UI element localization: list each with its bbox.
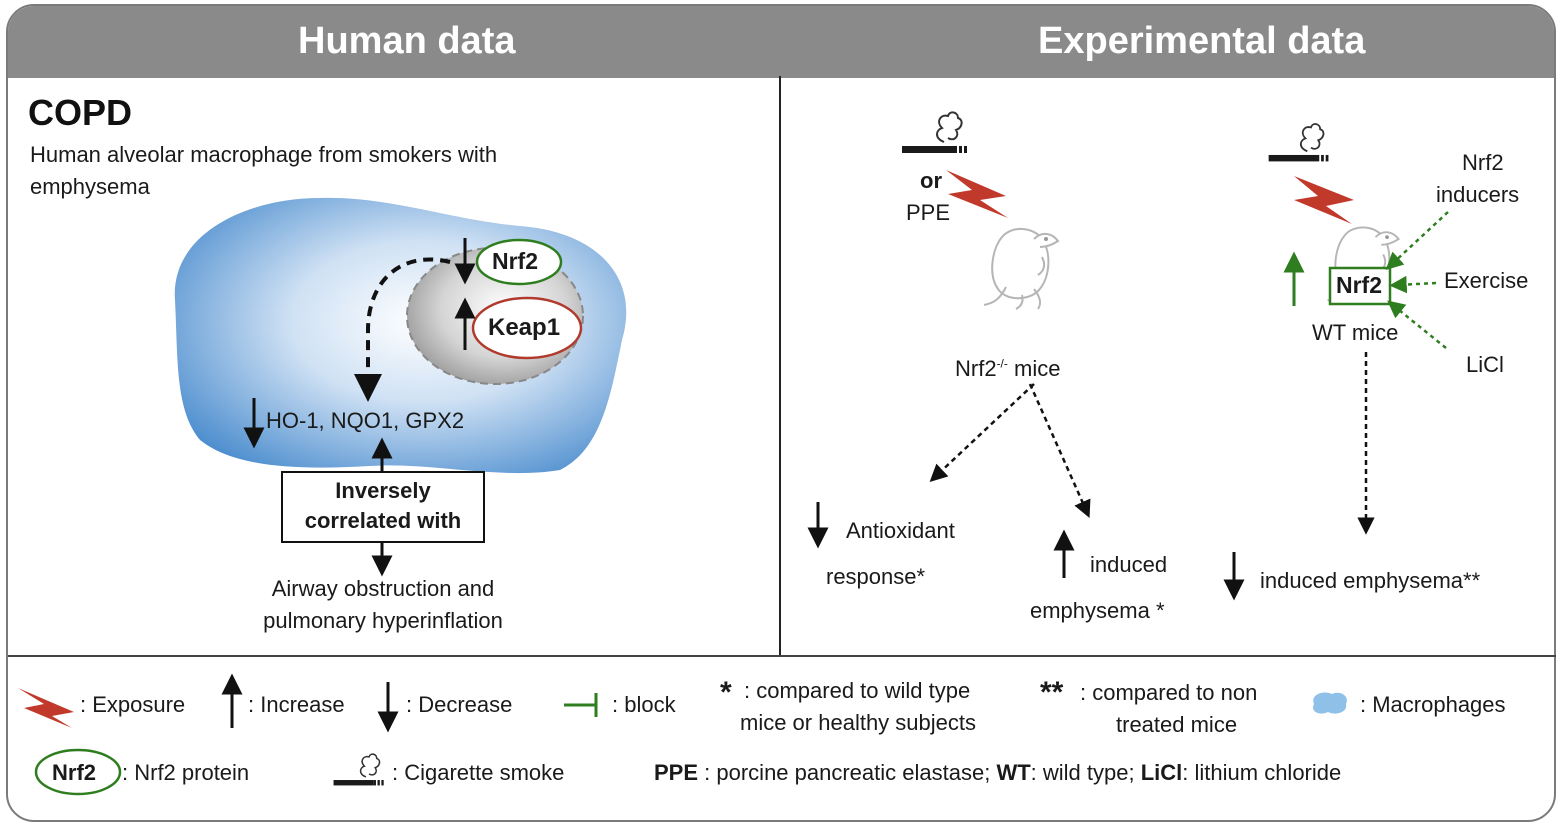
legend-exposure: : Exposure <box>80 692 186 717</box>
ko-mice-gene: Nrf2 <box>955 356 997 381</box>
legend-cigarette-icon <box>332 753 385 787</box>
wt-outcome-label: induced emphysema** <box>1260 568 1481 593</box>
wt-mice-label: WT mice <box>1312 320 1399 345</box>
outcome-line-1: Airway obstruction and <box>271 576 495 601</box>
exercise-arrow <box>1389 275 1437 294</box>
legend-abbreviations: PPE : porcine pancreatic elastase; WT: w… <box>654 760 1341 786</box>
inducers-line-2: inducers <box>1436 182 1520 207</box>
exercise-label: Exercise <box>1444 268 1529 293</box>
ko-to-antioxidant-arrow <box>929 383 1035 482</box>
ko-mice-superscript: -/- <box>996 356 1008 371</box>
keap1-label: Keap1 <box>488 314 561 341</box>
copd-heading: COPD <box>28 92 133 133</box>
legend-dstar-line-1: : compared to non <box>1080 680 1258 705</box>
legend-star-line-1: : compared to wild type <box>744 678 971 703</box>
ko-mice-suffix: mice <box>1014 356 1061 381</box>
legend-exposure-bolt-icon <box>18 688 74 728</box>
legend-star-icon: * <box>720 676 732 709</box>
experimental-data-title: Experimental data <box>1038 20 1366 62</box>
legend-wt-desc: : wild type; <box>1030 760 1135 785</box>
or-label: or <box>920 168 942 193</box>
legend-increase: : Increase <box>248 692 345 717</box>
licl-arrow <box>1387 300 1447 349</box>
description-line-1: Human alveolar macrophage from smokers w… <box>30 142 498 167</box>
legend-ppe-bold: PPE <box>654 760 699 785</box>
legend-star-line-2: mice or healthy subjects <box>740 710 976 735</box>
nrf2-label: Nrf2 <box>492 248 539 274</box>
outcome-line-2: pulmonary hyperinflation <box>263 608 503 633</box>
legend-macrophages: : Macrophages <box>1360 692 1506 717</box>
legend-licl-desc: : lithium chloride <box>1182 760 1342 785</box>
ko-to-emphysema-arrow <box>1028 383 1091 518</box>
antioxidant-line-2: response* <box>826 564 926 589</box>
nrf2-to-targets-dashed-arrow <box>354 257 451 402</box>
keap1-ellipse <box>471 296 583 360</box>
description-line-2: emphysema <box>30 174 150 199</box>
exposure-bolt-icon <box>946 170 1008 218</box>
box-line-1: Inversely <box>335 478 431 503</box>
legend-nrf2-badge: Nrf2 <box>52 760 97 785</box>
legend-nrf2-ellipse <box>34 748 122 796</box>
header-bar: Human data Experimental data <box>8 6 1554 78</box>
nrf2-ko-mouse-icon <box>982 227 1060 311</box>
cigarette-icon-wt <box>1267 123 1330 163</box>
inducers-line-1: Nrf2 <box>1462 150 1504 175</box>
legend-licl-bold: LiCl <box>1140 760 1183 785</box>
induced-line-2: emphysema * <box>1030 598 1165 623</box>
legend-nrf2-protein: : Nrf2 protein <box>122 760 250 785</box>
inversely-correlated-box <box>281 471 485 543</box>
licl-label: LiCl <box>1466 352 1504 377</box>
exposure-bolt-icon-wt <box>1294 176 1354 224</box>
target-genes-label: HO-1, NQO1, GPX2 <box>266 408 465 433</box>
legend-cigarette: : Cigarette smoke <box>392 760 565 785</box>
cigarette-icon <box>901 111 968 154</box>
nrf2-box-label: Nrf2 <box>1336 272 1383 298</box>
induced-line-1: induced <box>1090 552 1168 577</box>
inducers-arrow <box>1385 211 1449 270</box>
legend-wt-bold: WT <box>996 760 1031 785</box>
legend-block: : block <box>612 692 676 717</box>
nrf2-ellipse <box>475 238 563 286</box>
legend-macrophage-icon <box>1313 692 1347 714</box>
human-data-title: Human data <box>298 20 516 62</box>
box-line-2: correlated with <box>304 508 462 533</box>
antioxidant-line-1: Antioxidant <box>846 518 955 543</box>
legend-ppe-desc: : porcine pancreatic elastase; <box>704 760 991 785</box>
legend-dstar-line-2: treated mice <box>1116 712 1238 737</box>
legend-decrease: : Decrease <box>406 692 513 717</box>
legend-double-star-icon: ** <box>1040 676 1064 709</box>
ppe-label: PPE <box>906 200 951 225</box>
ko-mice-label: Nrf2-/- mice <box>955 356 1060 382</box>
